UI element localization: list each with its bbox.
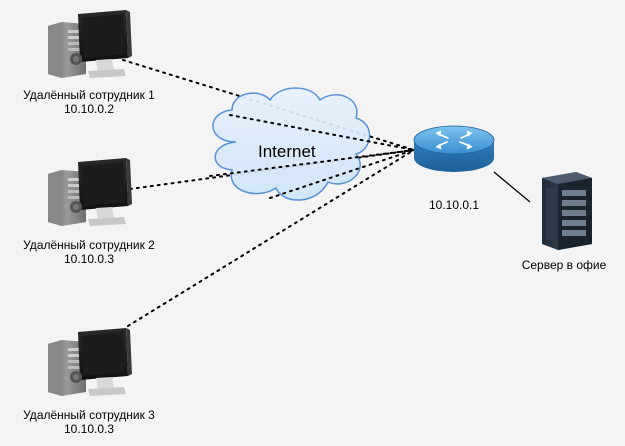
workstation-1-ip: 10.10.0.2	[63, 102, 115, 116]
workstation-3-name: Удалённый сотрудник 3	[23, 408, 155, 422]
workstation-3-label: Удалённый сотрудник 3 10.10.0.3	[14, 408, 164, 436]
internet-label: Internet	[258, 142, 316, 161]
workstation-3-ip: 10.10.0.3	[63, 422, 115, 436]
workstation-2-name: Удалённый сотрудник 2	[23, 238, 155, 252]
workstation-2-icon	[48, 158, 132, 226]
router-icon	[413, 125, 495, 172]
workstation-2-ip: 10.10.0.3	[63, 252, 115, 266]
workstation-1-icon	[48, 10, 132, 78]
router-ip: 10.10.0.1	[428, 198, 480, 212]
workstation-2-label: Удалённый сотрудник 2 10.10.0.3	[14, 238, 164, 266]
link-router-server	[493, 171, 531, 203]
workstation-1-name: Удалённый сотрудник 1	[23, 88, 155, 102]
server-icon	[542, 172, 592, 250]
workstation-1-label: Удалённый сотрудник 1 10.10.0.2	[14, 88, 164, 116]
workstation-3-icon	[48, 328, 132, 396]
internet-cloud	[212, 87, 371, 201]
link-ws3-router	[127, 149, 415, 327]
server-label: Сервер в офие	[521, 258, 607, 272]
